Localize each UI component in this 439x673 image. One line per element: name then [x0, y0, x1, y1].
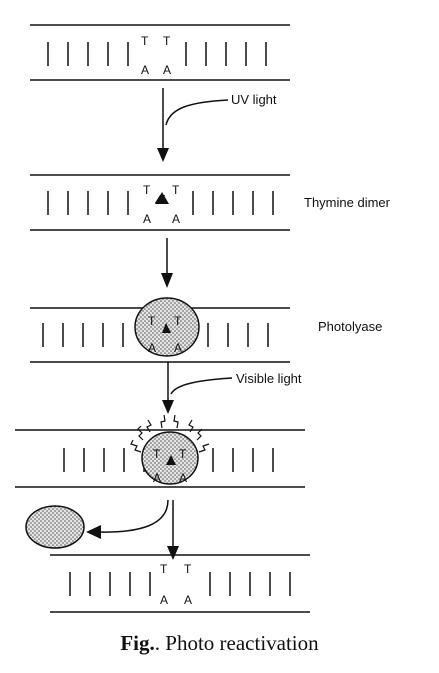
light-rays	[130, 414, 210, 453]
caption-text: . Photo reactivation	[154, 631, 319, 655]
photolyase-label: Photolyase	[318, 319, 382, 334]
base-a-stage-5-right: A	[184, 593, 192, 607]
arrowhead-1	[157, 148, 169, 162]
base-t-stage-4-right: T	[179, 447, 187, 461]
base-a-stage-3-left: A	[148, 341, 156, 355]
base-a-stage-3-right: A	[174, 341, 182, 355]
visible-light-label: Visible light	[236, 371, 302, 386]
uv-light-label: UV light	[231, 92, 277, 107]
dna-stage-5	[50, 554, 310, 613]
base-t-stage-3-left: T	[148, 314, 156, 328]
base-t-stage-2-left: T	[143, 183, 151, 197]
base-a-stage-4-right: A	[179, 471, 187, 485]
base-t-stage-1-left: T	[141, 34, 149, 48]
uv-light-arrow	[162, 88, 229, 150]
base-a-stage-2-right: A	[172, 212, 180, 226]
base-t-stage-5-right: T	[184, 562, 192, 576]
arrowhead-5	[167, 546, 179, 560]
dimer-triangle-stage-4	[166, 455, 176, 465]
base-t-stage-2-right: T	[172, 183, 180, 197]
arrowhead-3	[162, 400, 174, 414]
base-t-stage-4-left: T	[153, 447, 161, 461]
released-photolyase-enzyme	[25, 505, 85, 549]
base-a-stage-1-right: A	[163, 63, 171, 77]
dna-stage-1	[30, 24, 290, 81]
figure-caption: Fig.. Photo reactivation	[0, 631, 439, 656]
base-a-stage-2-left: A	[143, 212, 151, 226]
arrowhead-release	[86, 525, 101, 539]
arrowhead-2	[161, 273, 173, 288]
dna-stage-2	[30, 174, 290, 231]
base-t-stage-5-left: T	[160, 562, 168, 576]
base-a-stage-4-left: A	[153, 471, 161, 485]
base-a-stage-5-left: A	[160, 593, 168, 607]
dimer-triangle-stage-2-main	[155, 192, 169, 204]
base-t-stage-1-right: T	[163, 34, 171, 48]
base-t-stage-3-right: T	[174, 314, 182, 328]
thymine-dimer-label: Thymine dimer	[304, 195, 391, 210]
base-a-stage-1-left: A	[141, 63, 149, 77]
enzyme-release-arrow	[97, 499, 169, 533]
dimer-triangle-stage-3	[162, 323, 171, 333]
visible-light-arrow	[167, 362, 233, 402]
caption-prefix: Fig.	[120, 631, 155, 655]
